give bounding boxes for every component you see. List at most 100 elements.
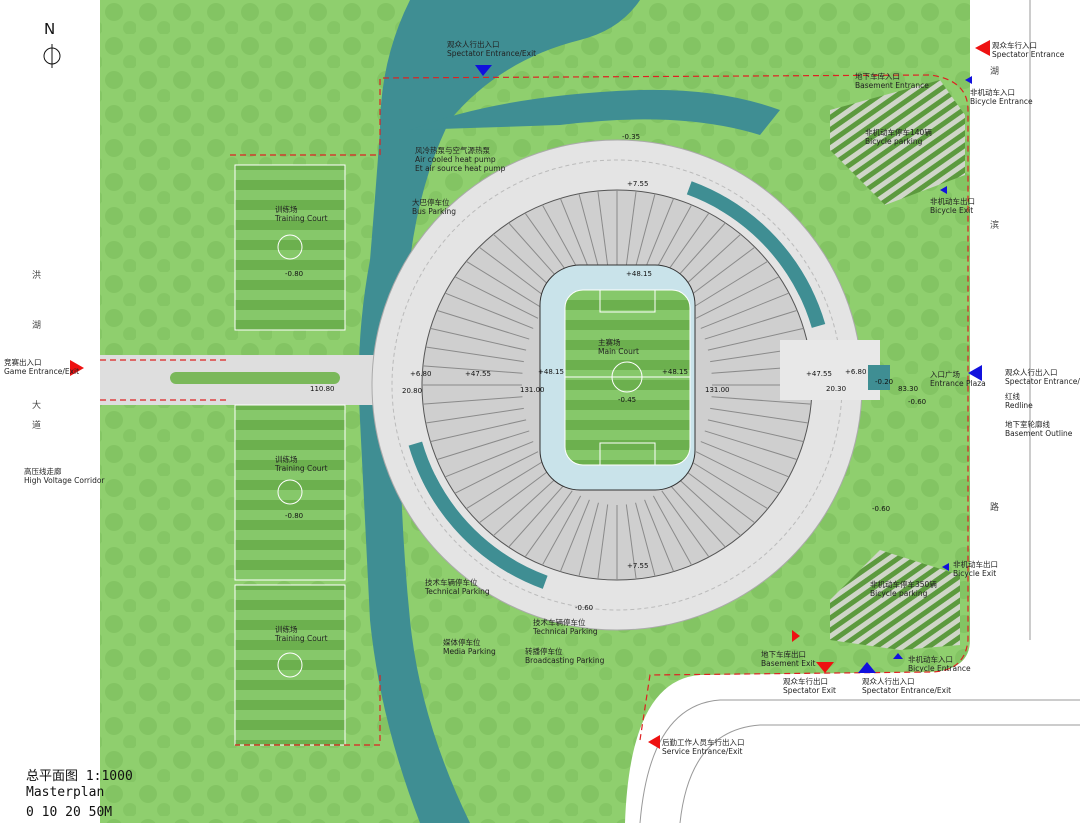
label-text: 非机动车出口 <box>953 560 998 569</box>
roof-rib <box>625 504 637 580</box>
label-text: Basement Outline <box>1005 429 1073 438</box>
elevation-mark: +47.55 <box>806 370 832 378</box>
label-text: Basement Exit <box>761 659 816 668</box>
roof-rib <box>492 477 558 537</box>
elevation-mark: -0.60 <box>872 505 891 513</box>
label-text: Spectator Entrance/Exit <box>862 686 952 695</box>
label-text: 地下车库入口 <box>855 72 900 81</box>
label-text: Air cooled heat pump <box>415 155 496 164</box>
elevation-mark: -0.60 <box>908 398 927 406</box>
elevation-mark: +6.80 <box>845 368 867 376</box>
roof-rib <box>466 260 544 310</box>
elevation-mark: 83.30 <box>898 385 919 393</box>
roof-rib <box>625 190 637 266</box>
roof-rib <box>707 327 804 351</box>
roof-rib <box>425 346 524 363</box>
roof-rib <box>704 430 798 461</box>
label-text: Spectator Entrance/Exit <box>1005 377 1080 386</box>
bicycle-exit-arrow <box>942 563 949 571</box>
label-text: Bicycle Exit <box>930 206 974 215</box>
label-text: Redline <box>1005 401 1033 410</box>
bicycle-parking-bottom <box>830 550 960 650</box>
spectator-entrance-exit-arrow <box>968 365 982 381</box>
road-name-char: 湖 <box>990 67 1000 77</box>
roof-rib <box>695 276 780 319</box>
roof-rib <box>652 495 693 566</box>
label-text: 高压线走廊 <box>24 467 62 476</box>
roof-rib <box>690 460 768 510</box>
roof-rib <box>669 484 726 548</box>
label-text: Bicycle parking <box>865 137 923 146</box>
label-text: 竞赛出入口 <box>4 358 42 367</box>
label-text: 观众车行入口 <box>992 41 1037 50</box>
spectator-exit-arrow <box>816 662 834 673</box>
roof-rib <box>644 499 675 572</box>
label-text: 观众人行出入口 <box>862 677 915 686</box>
road-curve <box>625 640 1080 823</box>
elevation-mark: -0.45 <box>618 396 637 404</box>
label-text: 主赛场 <box>598 338 621 347</box>
label-text: Et air source heat pump <box>415 164 506 173</box>
spectator-entrance-arrow <box>975 40 990 56</box>
label-text: 后勤工作人员车行出入口 <box>662 738 745 747</box>
spectator-entrance-exit-arrow <box>475 65 492 76</box>
label-text: 技术车辆停车位 <box>533 618 586 627</box>
roof-rib <box>695 451 780 494</box>
label-text: Game Entrance/Exit <box>4 367 80 376</box>
roof-rib <box>704 309 798 340</box>
roof-rib <box>436 309 530 340</box>
roof-rib <box>597 190 609 266</box>
road-name-char: 滨 <box>990 221 1000 231</box>
label-text: Service Entrance/Exit <box>662 747 743 756</box>
label-text: Bicycle parking <box>870 589 928 598</box>
roof-rib <box>578 193 599 268</box>
label-text: Training Court <box>275 464 328 473</box>
spectator-entrance-exit-arrow <box>858 662 876 673</box>
bicycle-exit-arrow <box>940 186 947 194</box>
label-text: 观众人行出入口 <box>1005 368 1058 377</box>
plan-title-en: Masterplan <box>26 785 105 800</box>
roof-rib <box>541 495 582 566</box>
roof-rib <box>676 477 742 537</box>
road-name-char: 道 <box>32 421 42 431</box>
roof-rib <box>425 407 524 424</box>
roof-rib <box>444 441 534 478</box>
roof-rib <box>559 198 590 271</box>
elevation-mark: 110.80 <box>310 385 335 393</box>
basement-exit-arrow <box>792 630 800 642</box>
roof-rib <box>711 396 812 405</box>
road-name-char: 洪 <box>32 271 42 281</box>
bicycle-entrance-arrow <box>893 653 903 659</box>
elevation-mark: +47.55 <box>465 370 491 378</box>
service-entrance-arrow <box>648 735 660 749</box>
roof-rib <box>597 504 609 580</box>
label-text: 技术车辆停车位 <box>425 578 478 587</box>
roof-rib <box>683 246 756 301</box>
label-text: 观众人行出入口 <box>447 40 500 49</box>
roof-rib <box>652 204 693 275</box>
label-text: High Voltage Corridor <box>24 476 105 485</box>
roof-rib <box>710 407 809 424</box>
elevation-mark: 131.00 <box>705 386 730 394</box>
label-text: 非机动车停车350辆 <box>870 580 937 589</box>
